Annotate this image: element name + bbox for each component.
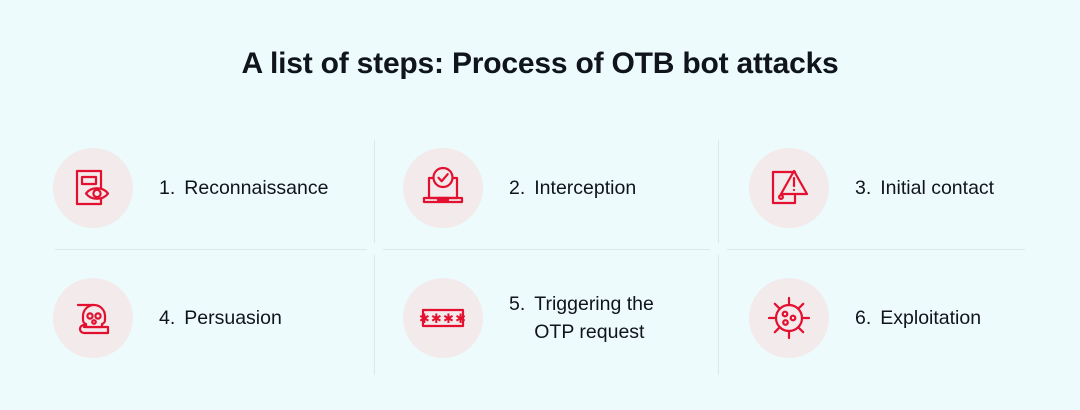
skull-document-icon xyxy=(70,295,116,341)
horizontal-divider-col3 xyxy=(727,249,1025,250)
step-number: 3. xyxy=(855,176,872,199)
step-text: Initial contact xyxy=(880,176,995,199)
step-label: 2. Interception xyxy=(509,174,636,202)
vertical-divider-2-bottom xyxy=(718,255,719,375)
step-item-5: ✱✱✱✱ 5. Triggering the OTP request xyxy=(374,249,718,386)
step-text: Triggering the OTP request xyxy=(534,290,654,346)
step-number: 4. xyxy=(159,306,176,329)
step-item-3: 3. Initial contact xyxy=(718,126,1080,249)
password-asterisks-icon: ✱✱✱✱ xyxy=(420,295,466,341)
phone-warning-icon xyxy=(766,165,812,211)
step-number: 1. xyxy=(159,176,176,199)
step-text: Interception xyxy=(534,176,637,199)
horizontal-divider-col2 xyxy=(383,249,710,250)
page-title: A list of steps: Process of OTB bot atta… xyxy=(241,47,839,80)
step-icon-badge xyxy=(749,277,829,358)
step-icon-badge xyxy=(749,147,829,228)
step-number: 5. xyxy=(509,292,526,315)
step-item-1: 1. Reconnaissance xyxy=(0,126,374,249)
step-icon-badge: ✱✱✱✱ xyxy=(403,277,483,358)
step-number: 2. xyxy=(509,176,526,199)
step-label: 5. Triggering the OTP request xyxy=(509,290,654,346)
svg-text:✱✱✱✱: ✱✱✱✱ xyxy=(420,312,466,327)
step-text-line2: OTP request xyxy=(534,320,645,343)
step-number: 6. xyxy=(855,306,872,329)
step-item-4: 4. Persuasion xyxy=(0,249,374,386)
vertical-divider-2-top xyxy=(718,140,719,243)
document-eye-icon xyxy=(70,165,116,211)
step-label: 1. Reconnaissance xyxy=(159,174,328,202)
step-text: Exploitation xyxy=(880,306,982,329)
step-label: 4. Persuasion xyxy=(159,304,282,332)
step-text: Persuasion xyxy=(184,306,282,329)
step-item-6: 6. Exploitation xyxy=(718,249,1080,386)
virus-icon xyxy=(766,295,812,341)
step-icon-badge xyxy=(53,277,133,358)
horizontal-divider-col1 xyxy=(55,249,367,250)
vertical-divider-1-bottom xyxy=(374,255,375,375)
vertical-divider-1-top xyxy=(374,140,375,243)
step-text: Reconnaissance xyxy=(184,176,329,199)
step-label: 3. Initial contact xyxy=(855,174,994,202)
step-icon-badge xyxy=(53,147,133,228)
step-label: 6. Exploitation xyxy=(855,304,981,332)
step-text-line1: Triggering the xyxy=(534,292,654,315)
step-icon-badge xyxy=(403,147,483,228)
laptop-check-icon xyxy=(420,165,466,211)
steps-grid: 1. Reconnaissance 2. Interc xyxy=(0,126,1080,386)
step-item-2: 2. Interception xyxy=(374,126,718,249)
